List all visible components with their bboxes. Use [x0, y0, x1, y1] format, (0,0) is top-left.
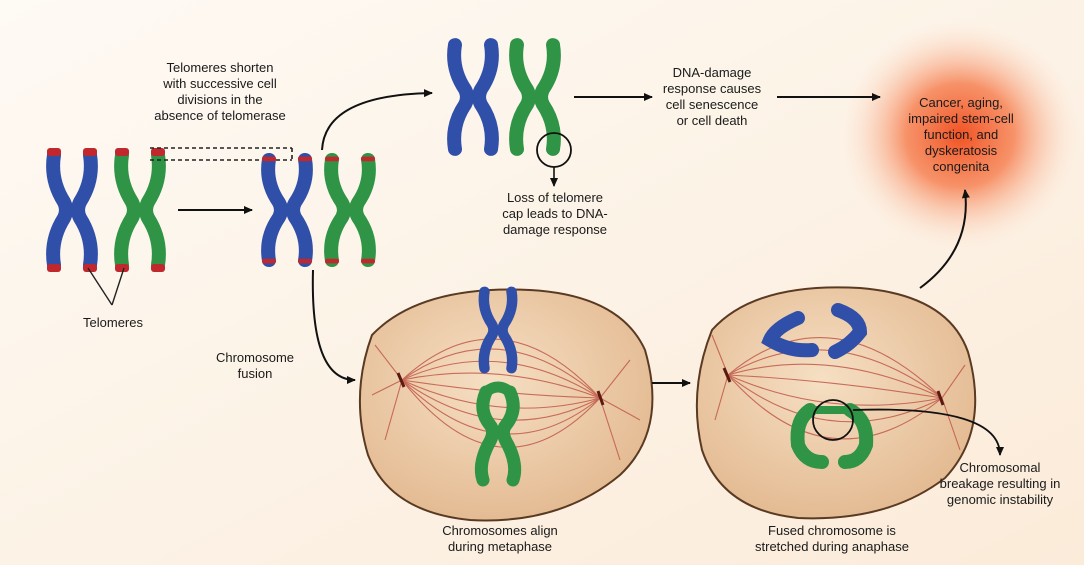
- label-telomeres-shorten: Telomeres shorten with successive cell d…: [150, 60, 290, 124]
- label-loss-of-cap: Loss of telomere cap leads to DNA- damag…: [480, 190, 630, 238]
- label-telomeres: Telomeres: [68, 315, 158, 331]
- label-chromosome-fusion: Chromosome fusion: [205, 350, 305, 382]
- label-breakage: Chromosomal breakage resulting in genomi…: [925, 460, 1075, 508]
- label-metaphase: Chromosomes align during metaphase: [420, 523, 580, 555]
- label-anaphase: Fused chromosome is stretched during ana…: [732, 523, 932, 555]
- label-dna-damage: DNA-damage response causes cell senescen…: [648, 65, 776, 129]
- label-outcomes: Cancer, aging, impaired stem-cell functi…: [895, 95, 1027, 175]
